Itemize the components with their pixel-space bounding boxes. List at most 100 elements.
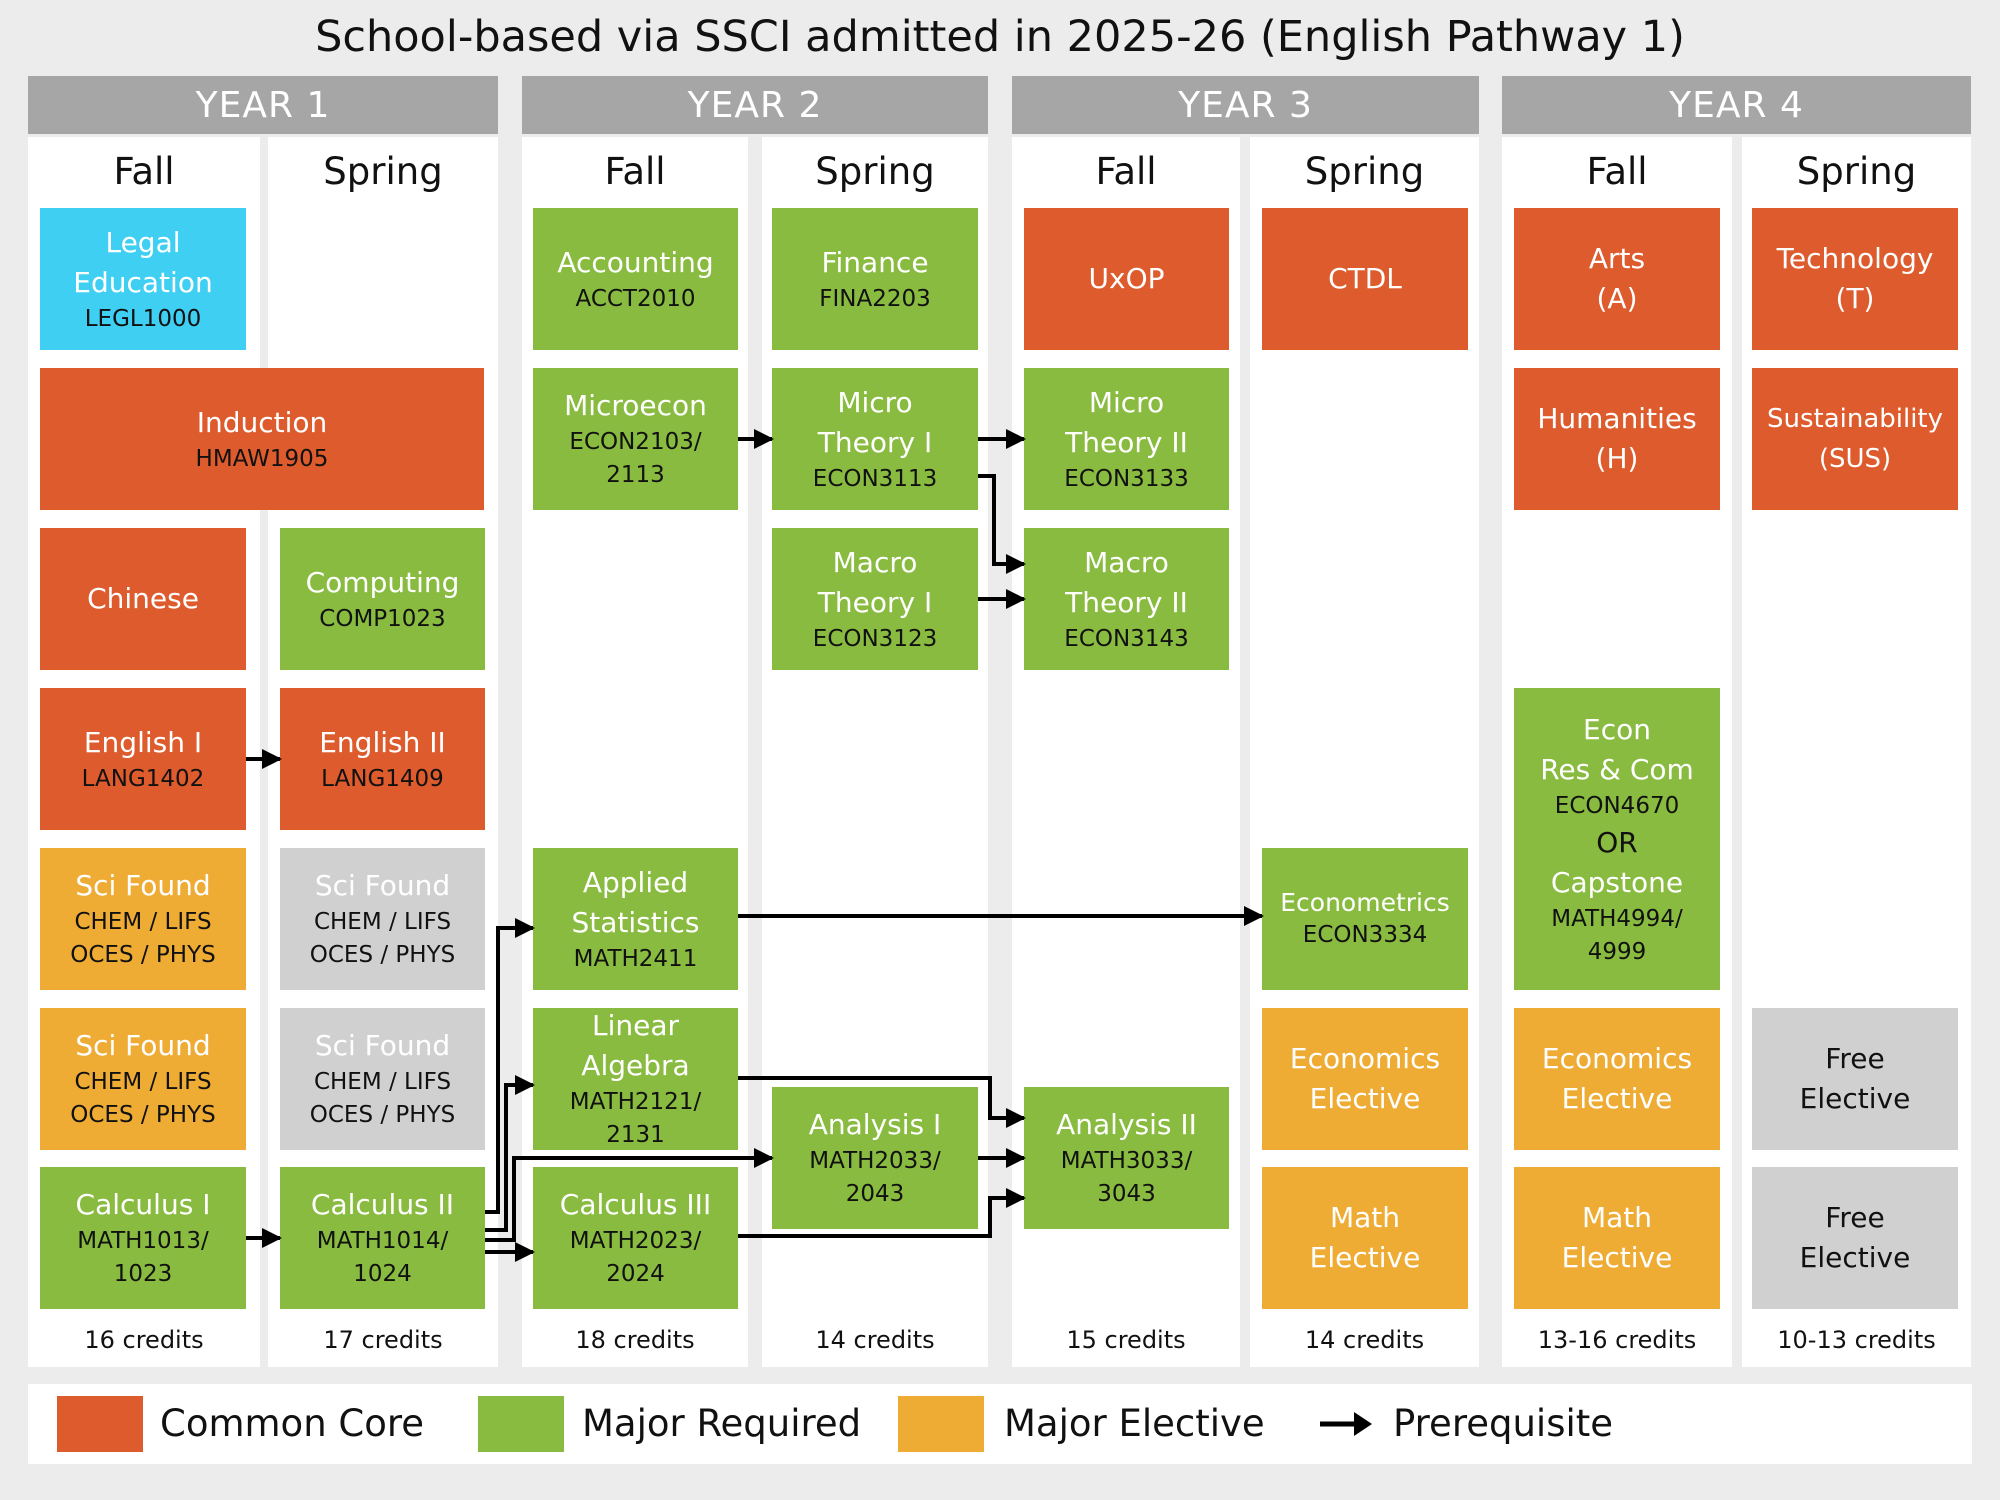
course-name: Algebra	[581, 1049, 690, 1082]
course-code: COMP1023	[319, 605, 446, 632]
course-code: LANG1409	[321, 765, 444, 792]
course-name: Analysis II	[1056, 1108, 1197, 1141]
course-code: ACCT2010	[575, 285, 696, 312]
arrow-calc2-analysis1	[485, 1148, 774, 1242]
course-induction: Induction HMAW1905	[40, 368, 484, 510]
course-name: Linear	[591, 1009, 680, 1042]
course-code: ECON3123	[812, 625, 938, 652]
course-name: English I	[83, 725, 203, 759]
course-code: CHEM / LIFS	[74, 1069, 212, 1095]
course-calculus-3: Calculus III MATH2023/ 2024	[533, 1167, 738, 1309]
course-name: Elective	[1799, 1241, 1911, 1274]
semester-label: Spring	[1796, 150, 1917, 193]
course-code: MATH2023/	[569, 1228, 702, 1254]
course-name: CTDL	[1328, 262, 1402, 295]
semester-label: Spring	[815, 150, 935, 193]
course-name: Free	[1825, 1201, 1885, 1234]
course-math-elective: Math Elective	[1262, 1167, 1468, 1309]
course-free-elective: Free Elective	[1752, 1008, 1958, 1150]
year-4-header: YEAR 4	[1502, 76, 1971, 134]
course-code: CHEM / LIFS	[313, 909, 452, 935]
year-2-header: YEAR 2	[522, 76, 988, 134]
course-finance: Finance FINA2203	[772, 208, 978, 350]
course-humanities: Humanities (H)	[1514, 368, 1720, 510]
year-1-header: YEAR 1	[28, 76, 498, 134]
course-macro-theory-2: Macro Theory II ECON3143	[1024, 528, 1229, 670]
credits-label: 14 credits	[815, 1326, 935, 1354]
course-code: LEGL1000	[84, 305, 202, 332]
course-code: OCES / PHYS	[309, 1102, 456, 1128]
course-calculus-2: Calculus II MATH1014/ 1024	[280, 1167, 485, 1309]
course-capstone: Econ Res & Com ECON4670 OR Capstone MATH…	[1514, 688, 1720, 990]
course-name: Macro	[832, 545, 918, 579]
credits-label: 17 credits	[323, 1326, 443, 1354]
credits-label: 10-13 credits	[1777, 1326, 1936, 1354]
course-code: OCES / PHYS	[70, 1102, 216, 1128]
course-name: Sustainability	[1766, 404, 1944, 434]
course-sci-found-optional: Sci Found CHEM / LIFS OCES / PHYS	[280, 848, 485, 990]
course-economics-elective: Economics Elective	[1514, 1008, 1720, 1150]
course-name: Applied	[582, 865, 689, 899]
course-name: Math	[1581, 1201, 1653, 1234]
course-name: Sci Found	[314, 869, 451, 902]
course-code: MATH2033/	[809, 1148, 941, 1174]
arrow-calc2-linalg	[485, 1075, 535, 1232]
course-name: Elective	[1309, 1241, 1421, 1274]
credits-label: 13-16 credits	[1537, 1326, 1697, 1354]
course-code: MATH1014/	[316, 1228, 449, 1254]
course-name: English II	[319, 725, 446, 759]
course-microecon: Microecon ECON2103/ 2113	[533, 368, 738, 510]
course-name: Computing	[305, 565, 460, 599]
course-name: Finance	[821, 245, 929, 279]
course-macro-theory-1: Macro Theory I ECON3123	[772, 528, 978, 670]
course-name: UxOP	[1088, 262, 1165, 295]
course-name: Micro	[1088, 385, 1165, 419]
course-name: Capstone	[1550, 865, 1684, 899]
credits-label: 14 credits	[1304, 1326, 1425, 1354]
legend-label-major-required: Major Required	[582, 1402, 862, 1445]
arrow-calc3-analysis2	[738, 1188, 1026, 1238]
credits-label: 18 credits	[575, 1326, 695, 1354]
course-english-2: English II LANG1409	[280, 688, 485, 830]
or-label: OR	[1596, 825, 1638, 859]
course-name: Micro	[837, 385, 913, 419]
legend-swatch-major-required	[478, 1396, 564, 1452]
course-name: (T)	[1835, 282, 1875, 315]
course-code: CHEM / LIFS	[313, 1069, 452, 1095]
course-name: Free	[1825, 1042, 1885, 1075]
arrow-linalg-analysis2	[738, 1076, 1026, 1128]
course-name: (A)	[1596, 282, 1638, 315]
course-analysis-2: Analysis II MATH3033/ 3043	[1024, 1087, 1229, 1229]
course-chinese: Chinese	[40, 528, 246, 670]
legend-swatch-common-core	[57, 1396, 143, 1452]
course-name: Econ	[1583, 712, 1651, 746]
course-code: ECON3143	[1064, 625, 1189, 652]
course-sci-found: Sci Found CHEM / LIFS OCES / PHYS	[40, 1008, 246, 1150]
legend-label-major-elective: Major Elective	[1004, 1402, 1265, 1445]
course-code: OCES / PHYS	[309, 942, 456, 968]
course-name: Calculus II	[310, 1188, 455, 1221]
course-code: ECON2103/	[569, 429, 702, 455]
course-name: Calculus III	[559, 1188, 712, 1221]
course-sci-found-optional: Sci Found CHEM / LIFS OCES / PHYS	[280, 1008, 485, 1150]
credits-label: 15 credits	[1066, 1326, 1186, 1354]
course-code: FINA2203	[819, 285, 931, 312]
course-name: Elective	[1561, 1241, 1673, 1274]
legend-arrow-icon	[1320, 1412, 1372, 1436]
course-code: MATH4994/	[1551, 905, 1683, 932]
course-name: Econometrics	[1280, 888, 1450, 917]
course-micro-theory-2: Micro Theory II ECON3133	[1024, 368, 1229, 510]
course-name: Macro	[1084, 545, 1169, 579]
course-code: 4999	[1587, 938, 1647, 965]
course-name: Microecon	[564, 389, 707, 422]
course-code: MATH1013/	[77, 1228, 209, 1254]
course-code: CHEM / LIFS	[74, 909, 212, 935]
course-name: Chinese	[87, 582, 199, 615]
course-econometrics: Econometrics ECON3334	[1262, 848, 1468, 990]
course-code: MATH2121/	[569, 1089, 702, 1115]
legend	[28, 1384, 1972, 1464]
course-accounting: Accounting ACCT2010	[533, 208, 738, 350]
course-name: Statistics	[571, 905, 700, 939]
course-code: 3043	[1097, 1181, 1156, 1207]
